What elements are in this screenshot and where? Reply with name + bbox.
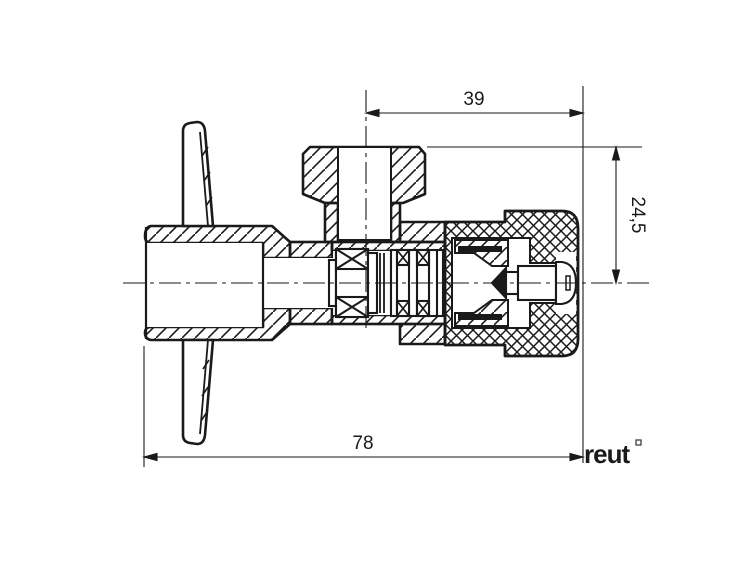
dimension-24-5-label: 24,5 bbox=[627, 197, 648, 234]
pipe-top-wall bbox=[288, 240, 334, 260]
outlet-boss-top bbox=[398, 220, 447, 244]
neck-wall-left bbox=[323, 201, 340, 244]
pipe-bottom-wall bbox=[288, 306, 334, 326]
valve-cartridge bbox=[327, 247, 445, 319]
handle-blade-bottom-ticks bbox=[200, 359, 210, 422]
brand-logo: reut bbox=[584, 439, 642, 469]
seal-ring-top bbox=[458, 246, 502, 252]
arrowhead-left bbox=[363, 108, 380, 118]
handle bbox=[181, 120, 215, 446]
outlet-boss-bottom bbox=[398, 322, 447, 346]
arrowhead-right bbox=[569, 108, 586, 118]
arrowhead-right bbox=[569, 452, 586, 462]
dimension-39-label: 39 bbox=[463, 89, 484, 110]
dimension-24-5: 24,5 bbox=[427, 144, 648, 286]
handle-blade-top-inner bbox=[199, 131, 209, 227]
brand-logo-text: reut bbox=[584, 439, 630, 469]
handle-blade-bottom bbox=[181, 338, 215, 446]
gland-seal-top bbox=[334, 247, 370, 271]
seal-ring-bottom bbox=[458, 314, 502, 320]
handle-blade-top-ticks bbox=[201, 146, 213, 207]
o-ring-column-1 bbox=[395, 248, 411, 318]
gland-seal-bottom bbox=[334, 295, 370, 319]
dimension-39: 39 bbox=[363, 86, 586, 463]
small-square-mark-icon bbox=[635, 439, 642, 446]
handle-blade-bottom-inner bbox=[199, 339, 209, 435]
inlet-bore bbox=[147, 243, 263, 327]
centerlines bbox=[123, 90, 650, 332]
stem-channel bbox=[338, 148, 391, 242]
arrowhead-down bbox=[611, 269, 621, 286]
dimension-78-label: 78 bbox=[352, 433, 373, 454]
arrowhead-left bbox=[141, 452, 158, 462]
dimension-78: 78 bbox=[141, 346, 586, 467]
arrowhead-up bbox=[611, 144, 621, 161]
neck-wall-right bbox=[389, 201, 402, 244]
bore-edges bbox=[144, 227, 445, 339]
stem-channel-lines bbox=[337, 148, 392, 242]
